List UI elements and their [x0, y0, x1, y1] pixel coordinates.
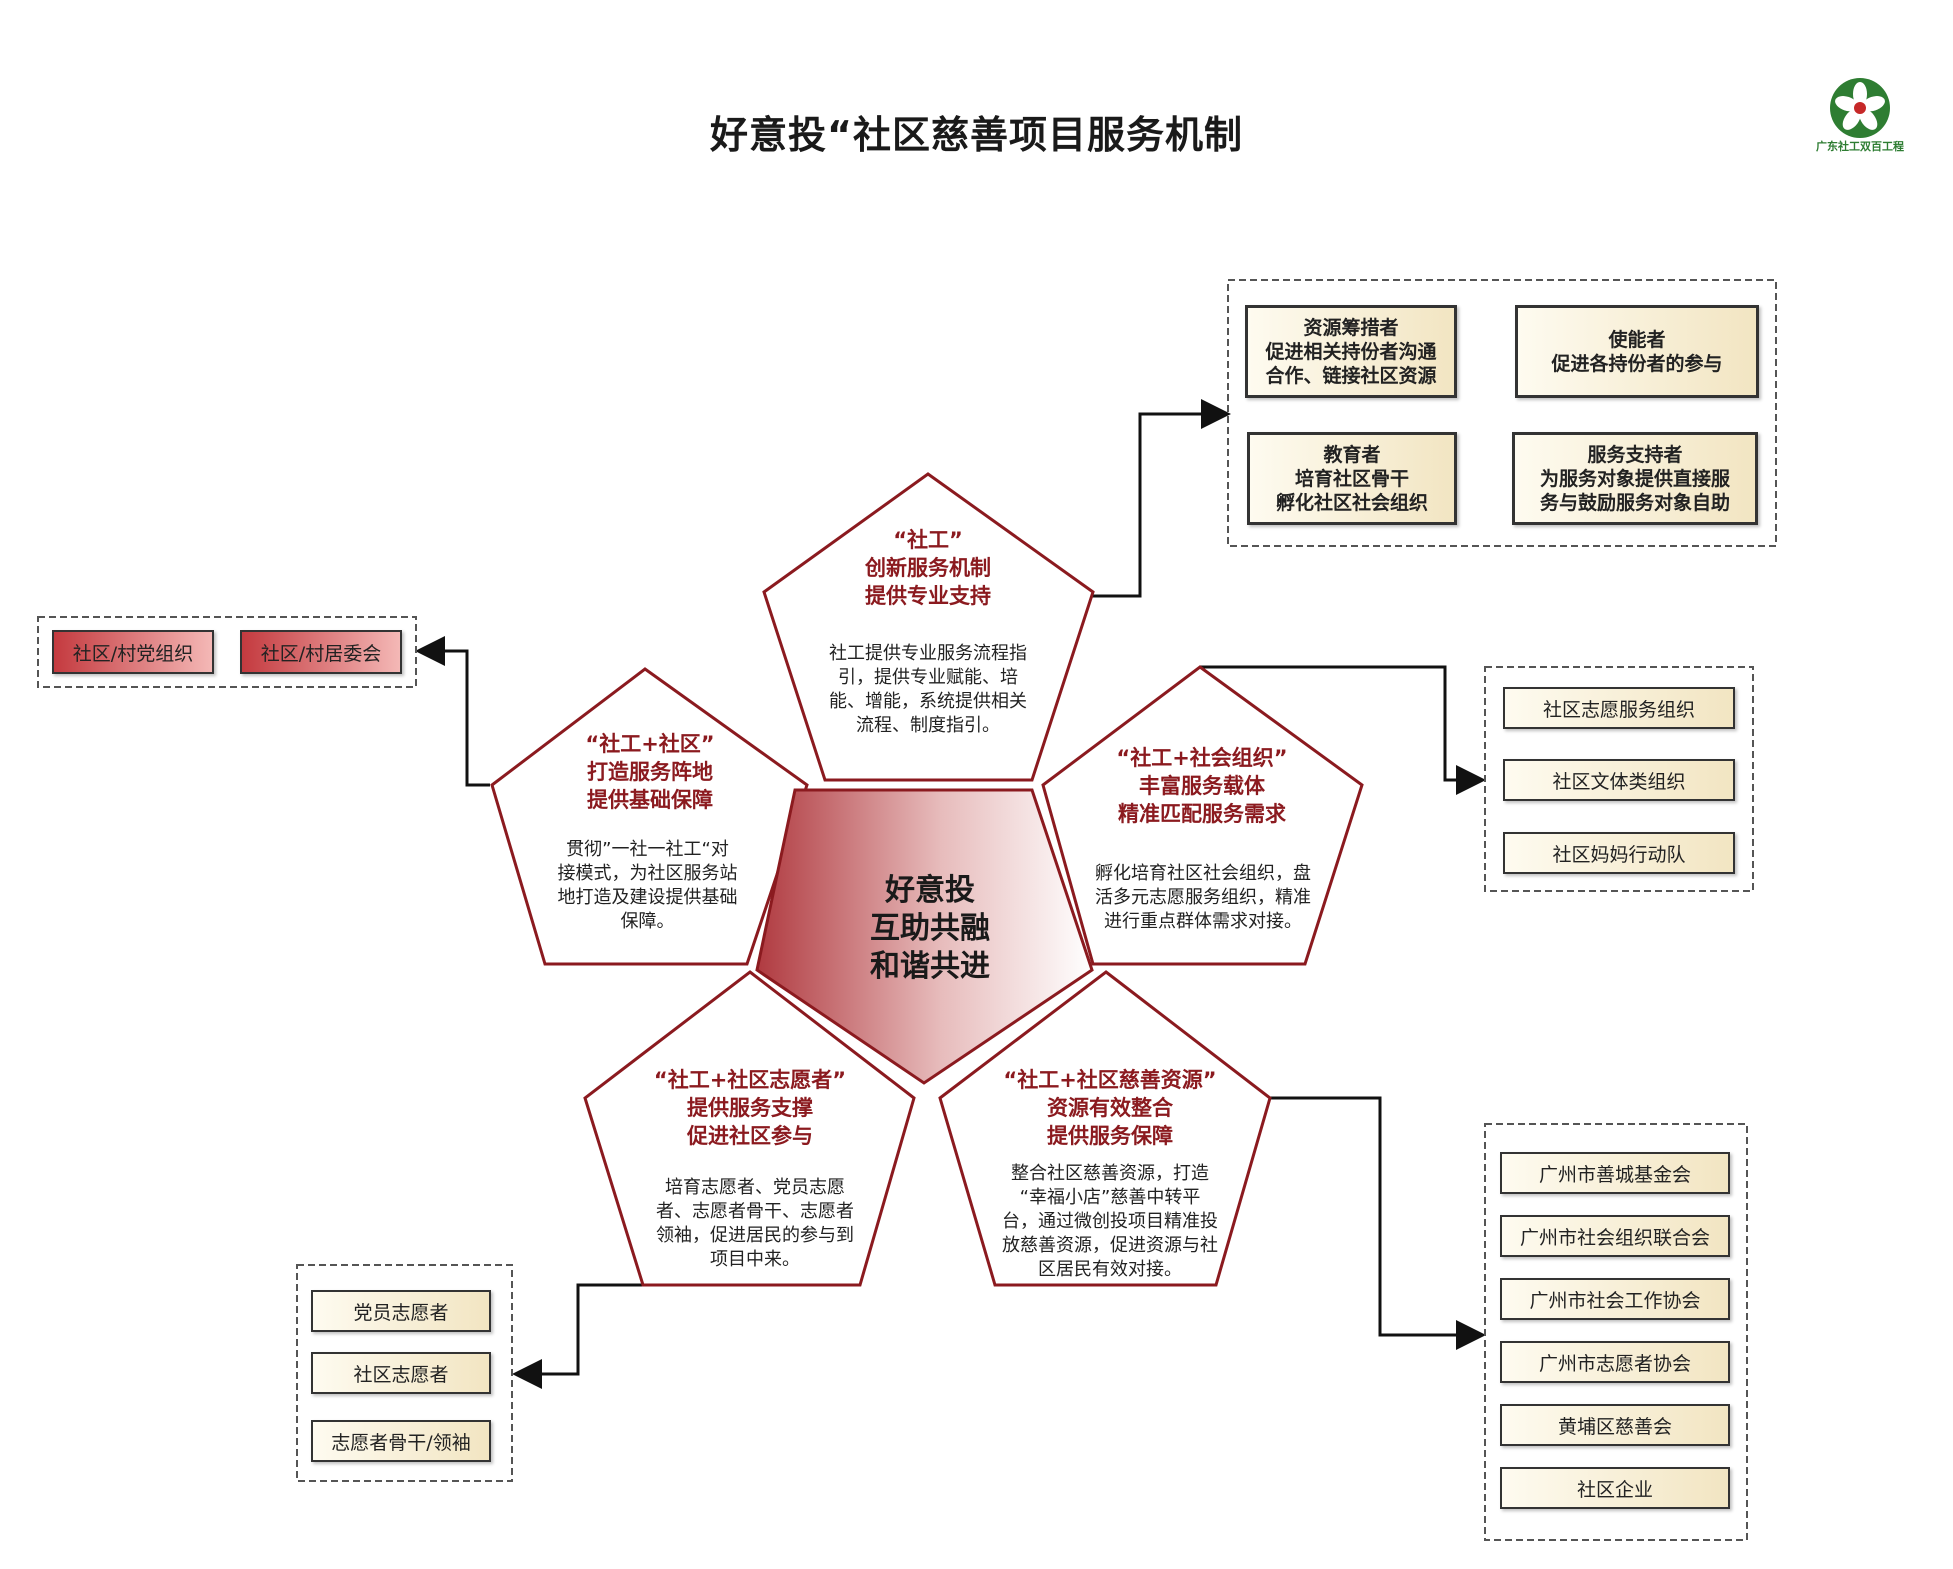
desc-line: 保障。 [620, 911, 675, 932]
desc-line: 培育志愿者、党员志愿 [665, 1177, 845, 1198]
pentagon-charity [938, 970, 1272, 1287]
pentagon-community [490, 667, 809, 966]
desc-line: 领袖，促进居民的参与到 [656, 1225, 854, 1246]
role-line: 培育社区骨干 [1294, 467, 1409, 490]
pentagon-social-worker [762, 472, 1095, 782]
role-line: 为服务对象提供直接服 [1539, 467, 1730, 490]
role-card-enabler: 使能者 促进各持份者的参与 [1515, 305, 1759, 398]
role-card-educator: 教育者 培育社区骨干 孵化社区社会组织 [1247, 432, 1457, 525]
heading-line: 提供基础保障 [587, 788, 713, 812]
social-org-desc: 孵化培育社区社会组织，盘 活多元志愿服务组织，精准 进行重点群体需求对接。 [1078, 862, 1328, 934]
heading-line: 丰富服务载体 [1139, 774, 1265, 798]
desc-line: 者、志愿者骨干、志愿者 [656, 1201, 854, 1222]
pentagon-center [755, 788, 1094, 1085]
desc-line: 项目中来。 [710, 1249, 800, 1270]
social-org-card: 社区志愿服务组织 [1503, 687, 1735, 729]
role-line: 使能者 [1608, 328, 1666, 351]
charity-org-card: 广州市善城基金会 [1500, 1152, 1730, 1194]
charity-org-card: 广州市社会工作协会 [1500, 1278, 1730, 1320]
desc-line: 区居民有效对接。 [1038, 1259, 1182, 1280]
role-card-resource-raiser: 资源筹措者 促进相关持份者沟通 合作、链接社区资源 [1245, 305, 1457, 398]
connector-social-orgs [1200, 665, 1486, 795]
role-line: 务与鼓励服务对象自助 [1539, 491, 1730, 514]
connector-volunteers [512, 1283, 643, 1389]
volunteer-card: 志愿者骨干/领袖 [311, 1420, 491, 1462]
connector-roles [1085, 399, 1231, 598]
pentagon-volunteer [583, 970, 916, 1287]
volunteer-desc: 培育志愿者、党员志愿 者、志愿者骨干、志愿者 领袖，促进居民的参与到 项目中来。 [640, 1176, 870, 1272]
desc-line: 贯彻”一社一社工“对 [566, 839, 729, 860]
heading-line: “社工” [893, 528, 963, 552]
social-worker-desc: 社工提供专业服务流程指 引，提供专业赋能、培 能、增能，系统提供相关 流程、制度… [808, 642, 1048, 738]
group-volunteers [296, 1264, 513, 1482]
volunteer-card: 社区志愿者 [311, 1352, 491, 1394]
desc-line: 社工提供专业服务流程指 [829, 643, 1027, 664]
volunteer-heading: “社工+社区志愿者” 提供服务支撑 促进社区参与 [630, 1066, 870, 1150]
pentagon-social-org [1041, 665, 1364, 966]
desc-line: 活多元志愿服务组织，精准 [1095, 887, 1311, 908]
connector-charity-orgs [1270, 1096, 1486, 1350]
heading-line: “社工+社区” [585, 732, 715, 756]
desc-line: 整合社区慈善资源，打造 [1011, 1163, 1209, 1184]
charity-org-card: 广州市社会组织联合会 [1500, 1215, 1730, 1257]
desc-line: 台，通过微创投项目精准投 [1002, 1211, 1218, 1232]
group-charity-orgs [1484, 1123, 1748, 1541]
role-line: 孵化社区社会组织 [1275, 491, 1428, 514]
community-heading: “社工+社区” 打造服务阵地 提供基础保障 [540, 730, 760, 814]
role-line: 资源筹措者 [1303, 316, 1399, 339]
social-org-card: 社区文体类组织 [1503, 759, 1735, 801]
heading-line: 精准匹配服务需求 [1118, 802, 1286, 826]
center-line: 互助共融 [870, 911, 990, 946]
role-card-service-supporter: 服务支持者 为服务对象提供直接服 务与鼓励服务对象自助 [1512, 432, 1758, 525]
center-line: 和谐共进 [870, 949, 990, 984]
desc-line: 引，提供专业赋能、培 [838, 667, 1018, 688]
role-line: 合作、链接社区资源 [1265, 364, 1437, 387]
social-org-heading: “社工+社会组织” 丰富服务载体 精准匹配服务需求 [1092, 744, 1312, 828]
desc-line: 接模式，为社区服务站 [557, 863, 738, 884]
desc-line: 地打造及建设提供基础 [557, 887, 738, 908]
heading-line: 创新服务机制 [865, 556, 991, 580]
charity-org-card: 广州市志愿者协会 [1500, 1341, 1730, 1383]
center-line: 好意投 [885, 873, 975, 908]
community-desc: 贯彻”一社一社工“对 接模式，为社区服务站 地打造及建设提供基础 保障。 [535, 838, 760, 934]
logo-flower-icon [1830, 78, 1890, 138]
charity-desc: 整合社区慈善资源，打造 “幸福小店”慈善中转平 台，通过微创投项目精准投 放慈善… [990, 1162, 1230, 1282]
group-social-orgs [1484, 666, 1754, 892]
heading-line: “社工+社区志愿者” [653, 1068, 847, 1092]
charity-org-card: 黄埔区慈善会 [1500, 1404, 1730, 1446]
party-card: 社区/村居委会 [240, 630, 402, 674]
desc-line: “幸福小店”慈善中转平 [1019, 1187, 1201, 1208]
center-slogan: 好意投 互助共融 和谐共进 [850, 872, 1010, 986]
role-line: 促进相关持份者沟通 [1265, 340, 1437, 363]
desc-line: 进行重点群体需求对接。 [1104, 911, 1302, 932]
logo-text: 广东社工双百工程 [1816, 140, 1904, 153]
charity-heading: “社工+社区慈善资源” 资源有效整合 提供服务保障 [985, 1066, 1235, 1150]
party-card: 社区/村党组织 [52, 630, 214, 674]
desc-line: 孵化培育社区社会组织，盘 [1095, 863, 1311, 884]
heading-line: 提供服务保障 [1047, 1124, 1173, 1148]
page-title: 好意投“社区慈善项目服务机制 [710, 113, 1243, 157]
group-party [37, 616, 417, 688]
heading-line: 资源有效整合 [1047, 1096, 1173, 1120]
social-worker-heading: “社工” 创新服务机制 提供专业支持 [818, 526, 1038, 610]
desc-line: 能、增能，系统提供相关 [829, 691, 1027, 712]
volunteer-card: 党员志愿者 [311, 1290, 491, 1332]
social-org-card: 社区妈妈行动队 [1503, 832, 1735, 874]
charity-org-card: 社区企业 [1500, 1467, 1730, 1509]
heading-line: 提供服务支撑 [687, 1096, 813, 1120]
heading-line: “社工+社会组织” [1116, 746, 1288, 770]
connector-party [415, 636, 490, 787]
heading-line: “社工+社区慈善资源” [1003, 1068, 1217, 1092]
role-line: 促进各持份者的参与 [1551, 352, 1723, 375]
heading-line: 促进社区参与 [687, 1124, 813, 1148]
heading-line: 打造服务阵地 [587, 760, 713, 784]
desc-line: 放慈善资源，促进资源与社 [1002, 1235, 1218, 1256]
role-line: 服务支持者 [1587, 443, 1683, 466]
role-line: 教育者 [1323, 443, 1381, 466]
desc-line: 流程、制度指引。 [856, 715, 1000, 736]
heading-line: 提供专业支持 [865, 584, 991, 608]
